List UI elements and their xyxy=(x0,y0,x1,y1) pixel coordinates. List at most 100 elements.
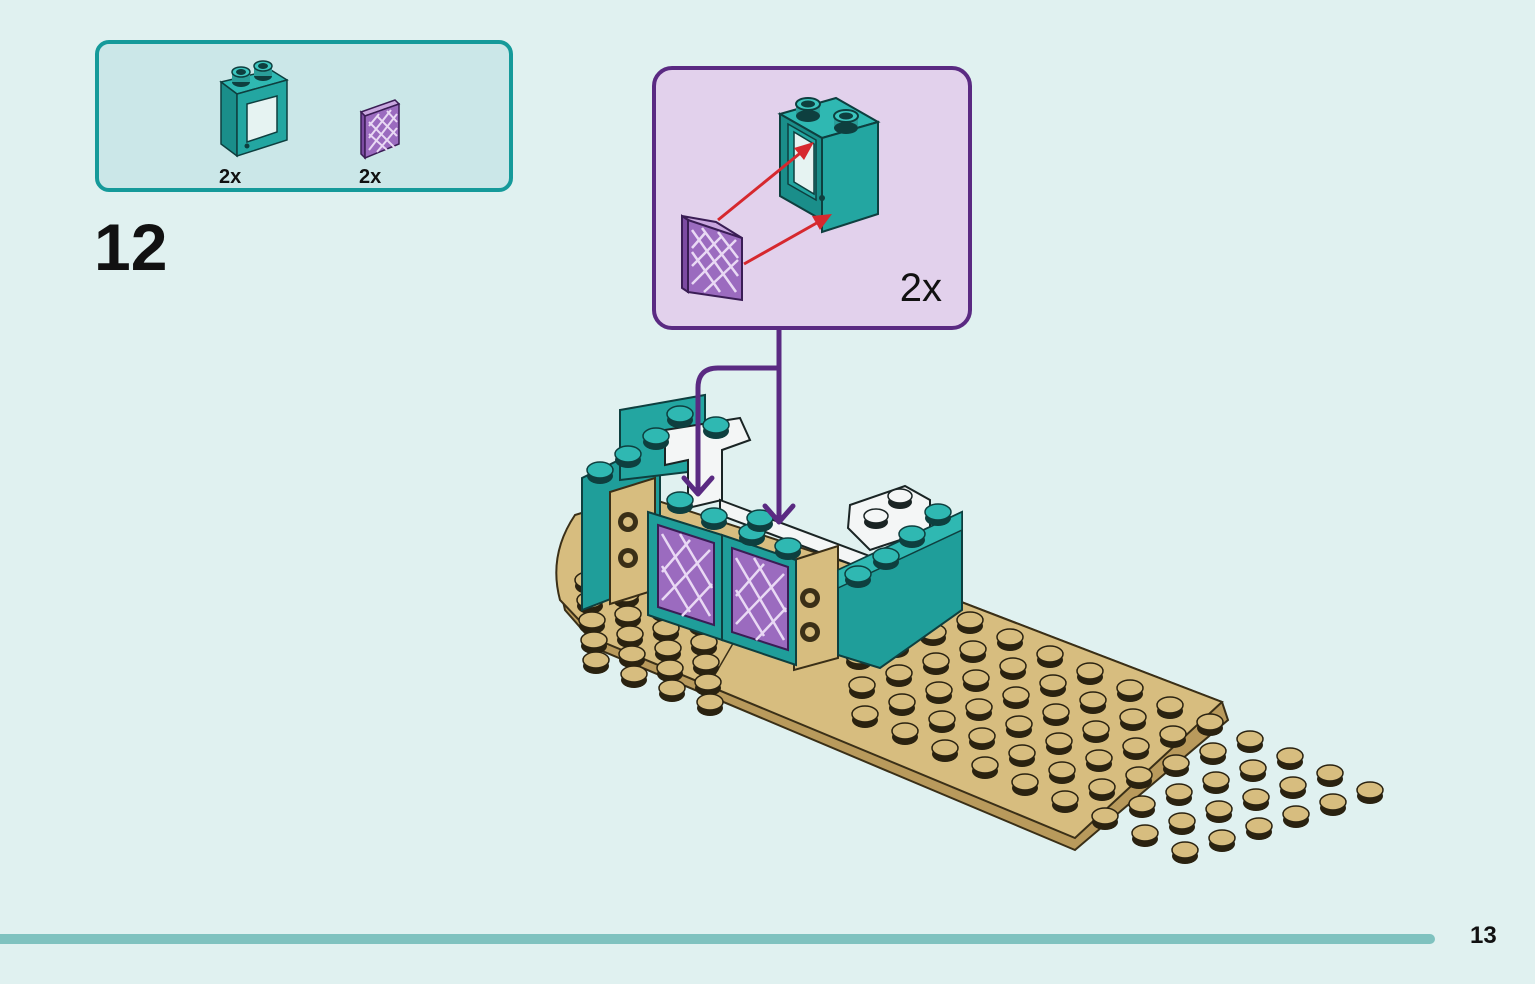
stud xyxy=(1051,790,1079,813)
stud xyxy=(1011,773,1039,796)
subassembly-diagram xyxy=(681,96,881,302)
stud xyxy=(1165,783,1193,806)
stud xyxy=(885,664,913,687)
wall-top-studs xyxy=(586,405,952,588)
stud xyxy=(1168,812,1196,835)
stud xyxy=(618,645,646,668)
plate-studs xyxy=(574,571,1384,864)
stud xyxy=(1076,662,1104,685)
stud xyxy=(1319,793,1347,816)
stud xyxy=(1082,720,1110,743)
stud xyxy=(1119,708,1147,731)
stud xyxy=(1282,805,1310,828)
stud xyxy=(931,739,959,762)
stud xyxy=(1171,841,1199,864)
stud xyxy=(1079,691,1107,714)
stud xyxy=(1116,679,1144,702)
stud xyxy=(1036,645,1064,668)
stud xyxy=(1085,749,1113,772)
window-frame-right xyxy=(721,533,797,667)
stud xyxy=(582,651,610,674)
stud xyxy=(888,693,916,716)
part-window-frame: 2x xyxy=(211,54,311,188)
stud xyxy=(1205,800,1233,823)
stud xyxy=(620,665,648,688)
stud xyxy=(614,445,642,468)
callout-quantity: 2x xyxy=(899,266,942,310)
stud xyxy=(656,659,684,682)
stud xyxy=(851,705,879,728)
stud xyxy=(1045,732,1073,755)
stud xyxy=(1208,829,1236,852)
stud xyxy=(965,698,993,721)
window-frame-left xyxy=(647,510,723,642)
stud xyxy=(1236,730,1264,753)
parts-list-box: 2x 2x xyxy=(95,40,513,192)
stud xyxy=(652,619,680,642)
stud xyxy=(968,727,996,750)
stud xyxy=(999,657,1027,680)
stud xyxy=(1042,703,1070,726)
stud xyxy=(642,427,670,450)
stud xyxy=(925,681,953,704)
stud xyxy=(1128,795,1156,818)
lattice-pane-icon xyxy=(681,214,743,302)
stud xyxy=(1091,807,1119,830)
stud xyxy=(1356,781,1384,804)
stud xyxy=(959,640,987,663)
stud xyxy=(924,503,952,526)
stud xyxy=(702,416,730,439)
stud xyxy=(654,639,682,662)
stud xyxy=(1159,725,1187,748)
stud xyxy=(1131,824,1159,847)
stud xyxy=(666,491,694,514)
stud xyxy=(872,547,900,570)
stud xyxy=(1242,788,1270,811)
stud xyxy=(614,605,642,628)
part-quantity: 2x xyxy=(219,166,242,188)
tan-side-studs-brick xyxy=(609,476,839,672)
stud xyxy=(844,565,872,588)
stud xyxy=(1279,776,1307,799)
stud xyxy=(1122,737,1150,760)
stud xyxy=(1002,686,1030,709)
stud xyxy=(1005,715,1033,738)
footer-progress-bar xyxy=(0,934,1435,944)
stud xyxy=(971,756,999,779)
stud xyxy=(996,628,1024,651)
page-number: 13 xyxy=(1470,922,1497,949)
stud xyxy=(1088,778,1116,801)
stud xyxy=(891,722,919,745)
stud xyxy=(696,693,724,716)
stud xyxy=(666,405,694,428)
stud xyxy=(898,525,926,548)
stud xyxy=(1239,759,1267,782)
stud xyxy=(700,507,728,530)
stud xyxy=(658,679,686,702)
stud xyxy=(887,488,913,509)
subassembly-callout: 2x xyxy=(652,66,972,330)
stud xyxy=(1202,771,1230,794)
lattice-pane-icon xyxy=(359,99,401,160)
stud xyxy=(746,509,774,532)
stud xyxy=(1196,713,1224,736)
stud xyxy=(578,611,606,634)
part-quantity: 2x xyxy=(359,166,382,188)
stud xyxy=(1199,742,1227,765)
stud xyxy=(586,461,614,484)
stud xyxy=(694,673,722,696)
placement-arrow xyxy=(681,327,796,525)
stud xyxy=(774,537,802,560)
stud xyxy=(962,669,990,692)
stud xyxy=(1125,766,1153,789)
part-lattice-pane: 2x xyxy=(357,54,457,188)
stud xyxy=(928,710,956,733)
step-number: 12 xyxy=(94,210,168,284)
stud xyxy=(1316,764,1344,787)
window-frame-icon xyxy=(219,60,289,158)
stud xyxy=(1245,817,1273,840)
assembly-arrow xyxy=(717,142,832,266)
stud xyxy=(1039,674,1067,697)
stud xyxy=(1156,696,1184,719)
